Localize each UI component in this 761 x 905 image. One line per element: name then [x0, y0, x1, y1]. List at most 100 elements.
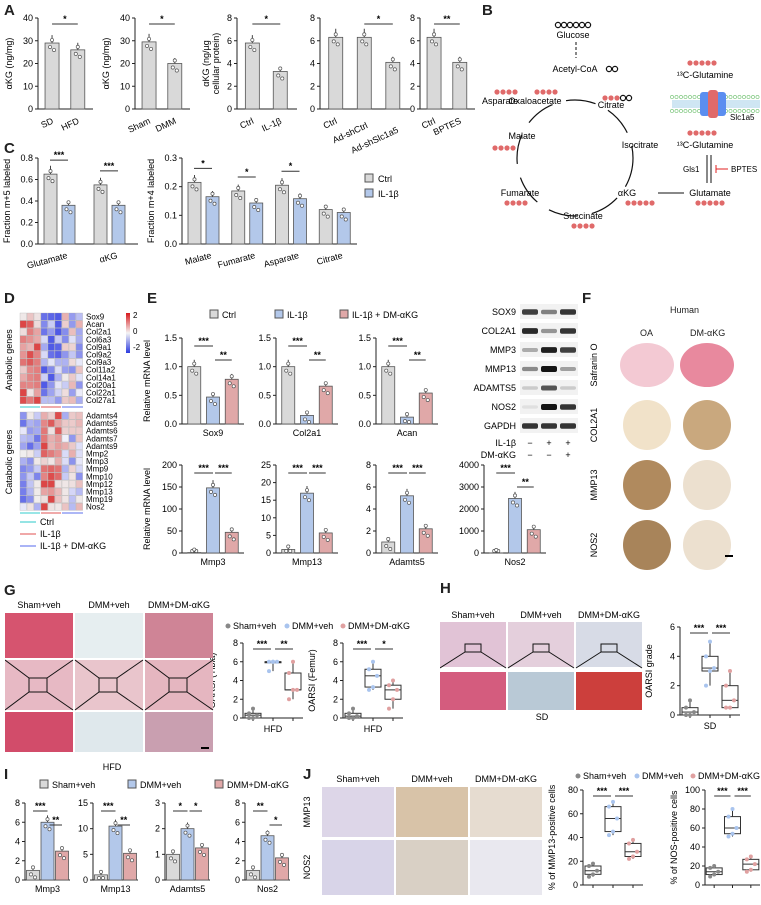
y-tick-label: 0	[235, 875, 240, 885]
protein-label: GAPDH	[484, 421, 516, 431]
y-tick-label: 0.8	[20, 153, 33, 163]
heatmap-cell	[55, 450, 62, 457]
x-tick-label: Adamts5	[389, 557, 425, 567]
legend-d-item: Ctrl	[40, 517, 54, 527]
y-tick-label: 4	[227, 59, 232, 69]
svg-text:Sham+veh: Sham+veh	[583, 771, 626, 781]
significance-marker: *	[289, 161, 293, 171]
heatmap-cell	[34, 321, 41, 328]
x-tick-label: BPTES	[432, 116, 463, 138]
svg-text:IL-1β: IL-1β	[287, 310, 308, 320]
heatmap-cell	[69, 503, 76, 510]
heatmap-cell	[62, 389, 69, 396]
heatmap-cell	[27, 397, 34, 404]
y-tick-label: 0	[28, 104, 33, 114]
heatmap-cell	[41, 435, 48, 442]
bar	[27, 870, 40, 880]
heatmap-cell	[34, 366, 41, 373]
y-axis-label: Relative mRNA level	[142, 468, 152, 550]
heatmap-cell	[27, 473, 34, 480]
protein-label: ADAMTS5	[473, 383, 516, 393]
heatmap-cell	[69, 488, 76, 495]
tissue-core	[683, 520, 731, 570]
heatmap-cell	[48, 351, 55, 358]
bar	[419, 529, 432, 553]
heatmap-cell	[76, 450, 83, 457]
bar	[109, 826, 122, 880]
heatmap-cell	[76, 336, 83, 343]
heatmap-cell	[20, 458, 27, 465]
y-tick-label: 8	[410, 13, 415, 23]
heatmap-cell	[62, 488, 69, 495]
x-tick-label: Acan	[397, 428, 418, 438]
heatmap-cell	[55, 351, 62, 358]
heatmap-cell	[41, 321, 48, 328]
group-label-anabolic: Anabolic genes	[4, 329, 14, 391]
heatmap-cell	[55, 397, 62, 404]
heatmap-cell	[20, 374, 27, 381]
y-tick-label: 8	[235, 798, 240, 808]
box	[725, 817, 741, 834]
heatmap-cell	[34, 328, 41, 335]
svg-text:Ctrl: Ctrl	[378, 174, 392, 184]
significance-marker: *	[160, 14, 164, 24]
x-tick-label: Mmp13	[292, 557, 322, 567]
x-axis-label: HFD	[264, 724, 283, 734]
tissue-core	[683, 400, 731, 450]
protein-label: MMP3	[490, 345, 516, 355]
heatmap-cell	[62, 442, 69, 449]
svg-text:-2: -2	[133, 343, 140, 352]
significance-marker: *	[382, 639, 386, 649]
gene-label: Col27a1	[86, 396, 116, 405]
y-axis-label: Fraction m+4 labeled	[146, 159, 156, 243]
band	[541, 423, 557, 429]
heatmap-cell	[48, 465, 55, 472]
heatmap-cell	[27, 313, 34, 320]
heatmap-cell	[20, 427, 27, 434]
heatmap-cell	[55, 381, 62, 388]
tissue-core	[683, 460, 731, 510]
heatmap-cell	[48, 450, 55, 457]
column-label: DMM+DM-αKG	[148, 600, 210, 610]
y-tick-label: 0	[366, 548, 371, 558]
heatmap-cell	[76, 313, 83, 320]
heatmap-cell	[76, 412, 83, 419]
heatmap-cell	[20, 351, 27, 358]
heatmap-cell	[41, 465, 48, 472]
heatmap-cell	[27, 321, 34, 328]
band	[541, 329, 557, 333]
box	[722, 686, 738, 708]
heatmap-cell	[69, 351, 76, 358]
y-tick-label: 0.5	[164, 390, 177, 400]
bar	[71, 50, 85, 109]
significance-marker: ***	[357, 639, 368, 649]
y-tick-label: 1.5	[258, 333, 271, 343]
band	[522, 309, 538, 314]
heatmap-cell	[20, 313, 27, 320]
bar	[188, 367, 201, 424]
heatmap-cell	[34, 343, 41, 350]
band	[541, 404, 557, 410]
heatmap-cell	[55, 343, 62, 350]
heatmap-cell	[27, 412, 34, 419]
heatmap-cell	[34, 442, 41, 449]
heatmap-cell	[55, 480, 62, 487]
y-tick-label: 2	[233, 694, 238, 704]
heatmap-cell	[48, 336, 55, 343]
column-label: Sham+veh	[17, 600, 60, 610]
significance-marker: ***	[35, 801, 46, 811]
significance-marker: ***	[619, 786, 630, 796]
significance-marker: *	[274, 815, 278, 825]
significance-marker: *	[245, 167, 249, 177]
heatmap-cell	[34, 450, 41, 457]
significance-marker: ***	[218, 463, 229, 473]
heatmap-cell	[20, 496, 27, 503]
y-tick-label: 10	[120, 81, 130, 91]
y-tick-label: 0.5	[258, 390, 271, 400]
heatmap-cell	[20, 488, 27, 495]
y-tick-label: 0.4	[20, 196, 33, 206]
y-tick-label: 20	[568, 856, 578, 866]
